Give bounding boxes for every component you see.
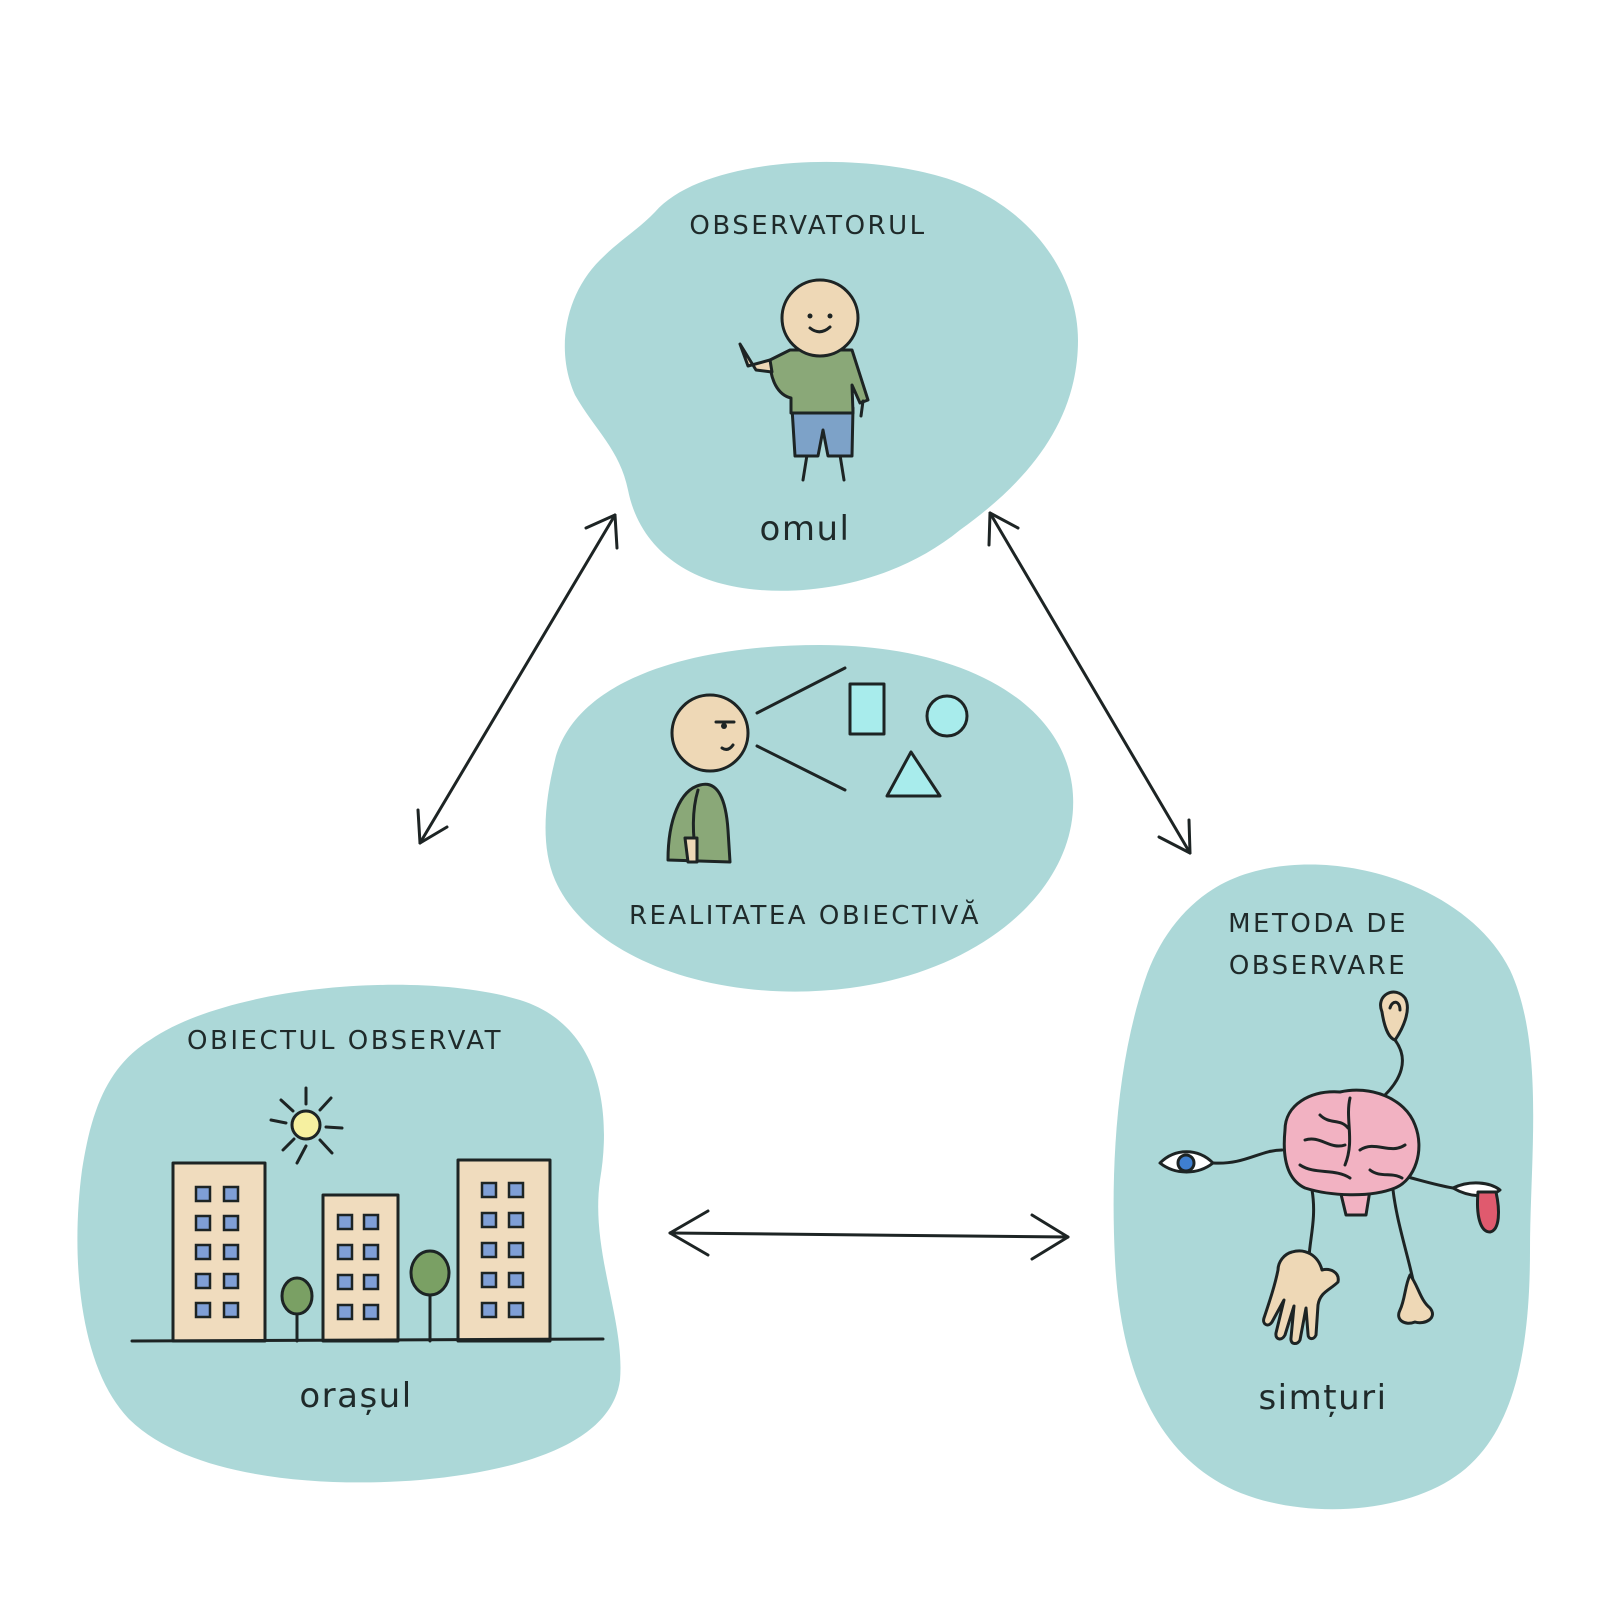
window-icon (480, 1241, 498, 1259)
window-icon (222, 1214, 240, 1232)
window-icon (194, 1243, 212, 1261)
arrow-top-right (987, 511, 1192, 855)
window-icon (222, 1185, 240, 1203)
hand-icon (1262, 1249, 1340, 1345)
right-node-caption: simțuri (1258, 1378, 1387, 1418)
arrow-left-right (668, 1209, 1070, 1261)
window-icon (480, 1211, 498, 1229)
center-node-blob (545, 645, 1074, 992)
window-icon (362, 1213, 380, 1231)
window-icon (336, 1303, 354, 1321)
window-icon (362, 1273, 380, 1291)
window-icon (507, 1241, 525, 1259)
brain-senses-icon (1158, 990, 1502, 1345)
window-icon (222, 1272, 240, 1290)
tongue-icon (1451, 1181, 1502, 1234)
tree-icon (409, 1249, 451, 1343)
top-node-caption: omul (760, 509, 851, 549)
city-buildings-icon (130, 1086, 605, 1343)
arrow-top-left (416, 513, 619, 845)
sun-icon (269, 1086, 344, 1165)
window-icon (336, 1273, 354, 1291)
person-waving-icon (738, 278, 870, 482)
window-icon (507, 1271, 525, 1289)
window-icon (194, 1272, 212, 1290)
window-icon (480, 1181, 498, 1199)
rectangle-shape-icon (848, 682, 886, 736)
nose-icon (1397, 1273, 1434, 1325)
window-icon (507, 1301, 525, 1319)
circle-shape-icon (925, 694, 969, 738)
window-icon (222, 1301, 240, 1319)
window-icon (194, 1185, 212, 1203)
window-icon (194, 1214, 212, 1232)
window-icon (362, 1243, 380, 1261)
eye-icon (1158, 1150, 1215, 1174)
right-node-title-line2: OBSERVARE (1229, 951, 1407, 981)
person-looking-at-shapes-icon (666, 666, 969, 864)
tree-icon (280, 1276, 314, 1343)
window-icon (362, 1303, 380, 1321)
window-icon (222, 1243, 240, 1261)
right-node-title-line1: METODA DE (1228, 909, 1408, 939)
top-node-title: OBSERVATORUL (689, 211, 926, 241)
window-icon (507, 1181, 525, 1199)
left-node-caption: orașul (299, 1376, 412, 1416)
center-node-caption: REALITATEA OBIECTIVĂ (629, 898, 981, 931)
triangle-shape-icon (885, 750, 942, 798)
window-icon (336, 1243, 354, 1261)
window-icon (480, 1271, 498, 1289)
window-icon (480, 1301, 498, 1319)
left-node-title: OBIECTUL OBSERVAT (187, 1026, 503, 1056)
window-icon (194, 1301, 212, 1319)
window-icon (507, 1211, 525, 1229)
window-icon (336, 1213, 354, 1231)
ear-icon (1379, 990, 1409, 1042)
